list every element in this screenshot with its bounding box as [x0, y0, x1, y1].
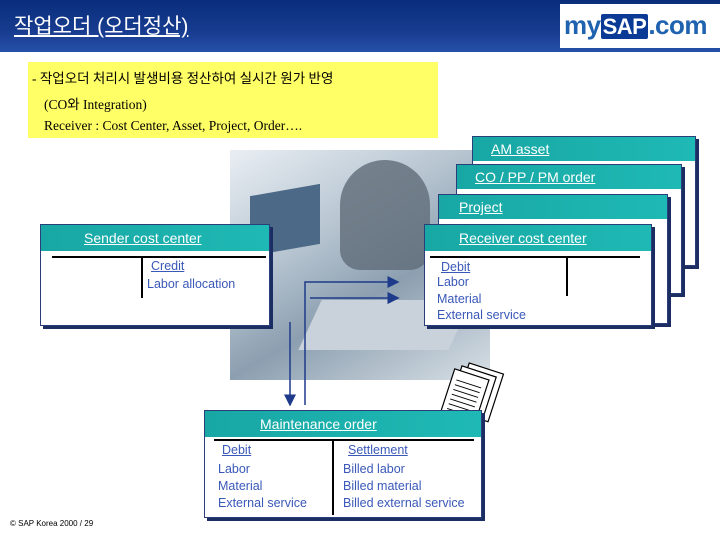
note-line-3: Receiver : Cost Center, Asset, Project, … [44, 118, 303, 133]
note-line-1: - 작업오더 처리시 발생비용 정산하여 실시간 원가 반영 [32, 71, 334, 86]
maintenance-divider-v [332, 439, 334, 515]
maintenance-debit: Debit [222, 443, 252, 457]
receiver-debit: Debit [441, 260, 471, 274]
receiver-divider-v [566, 256, 568, 296]
sender-divider-h [52, 256, 266, 258]
maintenance-material: Material [218, 479, 263, 493]
project-label: Project [459, 199, 503, 215]
receiver-material: Material [437, 292, 482, 306]
maintenance-bar: Maintenance order [205, 411, 481, 437]
sender-cost-center-card: Sender cost center [40, 224, 270, 326]
maintenance-divider-h [214, 439, 474, 441]
note-box: - 작업오더 처리시 발생비용 정산하여 실시간 원가 반영 (CO와 Inte… [28, 62, 438, 138]
sender-divider-v [141, 256, 143, 298]
photo-person [340, 160, 430, 270]
maintenance-labor: Labor [218, 462, 250, 476]
maintenance-billed-labor: Billed labor [343, 462, 405, 476]
maintenance-title: Maintenance order [260, 416, 377, 432]
logo-com: .com [648, 10, 708, 40]
maintenance-order-card: Maintenance order [204, 410, 482, 518]
mysap-logo: mySAP.com [564, 10, 708, 41]
sender-bar: Sender cost center [41, 225, 269, 251]
receiver-title: Receiver cost center [459, 230, 587, 246]
receiver-external-service: External service [437, 308, 526, 322]
receiver-bar: Receiver cost center [425, 225, 651, 251]
receiver-divider-h [430, 256, 640, 258]
header-banner: 작업오더 (오더정산) mySAP.com [0, 0, 720, 52]
co-pp-pm-order-bar: CO / PP / PM order [457, 165, 681, 189]
logo-area: mySAP.com [560, 4, 720, 48]
am-asset-bar: AM asset [473, 137, 695, 161]
logo-sap: SAP [600, 14, 649, 39]
sender-labor-allocation: Labor allocation [147, 277, 236, 291]
maintenance-billed-external-service: Billed external service [343, 496, 465, 510]
project-bar: Project [439, 195, 667, 219]
am-asset-label: AM asset [491, 141, 550, 157]
footer-copyright: © SAP Korea 2000 / 29 [10, 519, 94, 528]
arrow-maintenance-to-receiver-labor [304, 276, 400, 405]
maintenance-settlement: Settlement [348, 443, 408, 457]
receiver-labor: Labor [437, 275, 469, 289]
co-pp-pm-order-label: CO / PP / PM order [475, 169, 596, 185]
receiver-cost-center-card: Receiver cost center [424, 224, 652, 326]
sender-credit: Credit [151, 259, 185, 273]
sender-title: Sender cost center [84, 230, 202, 246]
maintenance-billed-material: Billed material [343, 479, 422, 493]
logo-my: my [564, 10, 601, 40]
note-line-2: (CO와 Integration) [44, 97, 147, 112]
maintenance-external-service: External service [218, 496, 307, 510]
page-title: 작업오더 (오더정산) [14, 15, 189, 38]
